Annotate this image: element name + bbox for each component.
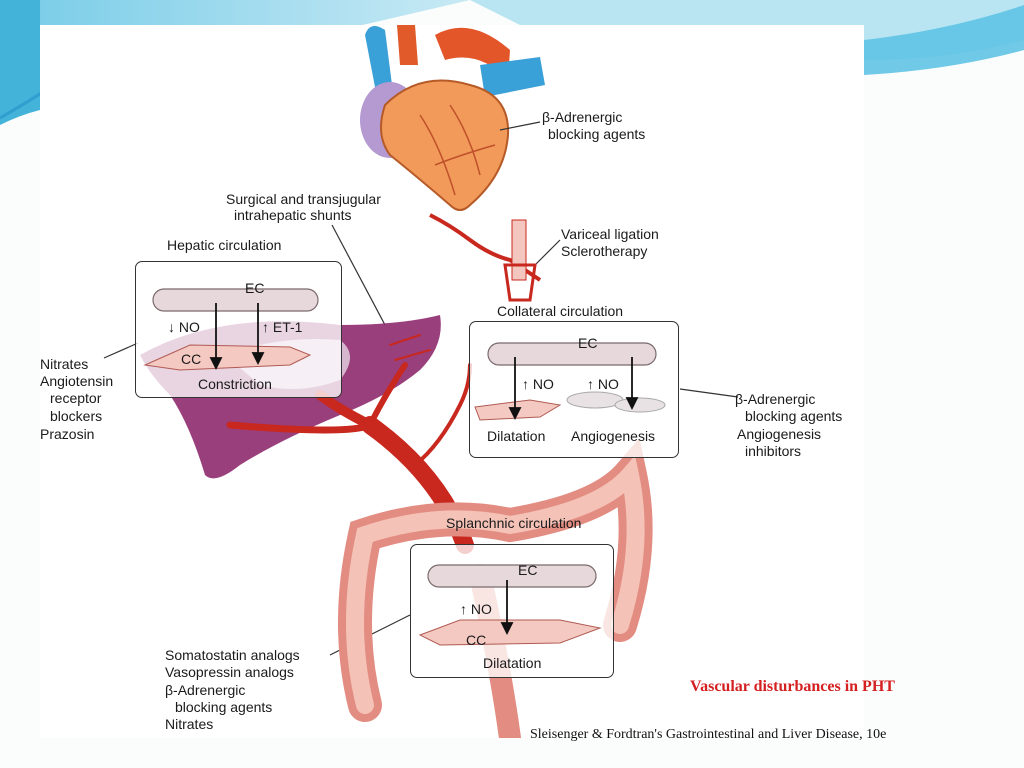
hepatic-ec-label: EC xyxy=(245,280,265,296)
collateral-effect-right: Angiogenesis xyxy=(571,428,656,444)
collateral-drug-4: inhibitors xyxy=(745,443,802,459)
source-citation: Sleisenger & Fordtran's Gastrointestinal… xyxy=(530,727,887,742)
collateral-effect-left: Dilatation xyxy=(487,428,546,444)
hepatic-title: Hepatic circulation xyxy=(167,237,282,253)
shunts-label-1: Surgical and transjugular xyxy=(226,191,381,207)
splanchnic-drug-4: blocking agents xyxy=(175,699,273,715)
hepatic-et1-label: ↑ ET-1 xyxy=(262,319,303,335)
heart-drug-label-2: blocking agents xyxy=(548,126,646,142)
splanchnic-title: Splanchnic circulation xyxy=(446,515,582,531)
collateral-title: Collateral circulation xyxy=(497,303,624,319)
splanchnic-effect-label: Dilatation xyxy=(483,655,542,671)
heart-drug-label-1: β-Adrenergic xyxy=(542,109,623,125)
hepatic-drug-3: receptor xyxy=(50,390,102,406)
collateral-no-right: ↑ NO xyxy=(587,376,619,392)
shunts-label-2: intrahepatic shunts xyxy=(234,207,352,223)
hepatic-circulation-box xyxy=(135,261,342,398)
hepatic-drug-1: Nitrates xyxy=(40,356,89,372)
collateral-ec-label: EC xyxy=(578,335,598,351)
collateral-drug-3: Angiogenesis xyxy=(737,426,822,442)
varices-illustration xyxy=(429,213,542,302)
collateral-no-left: ↑ NO xyxy=(522,376,554,392)
splanchnic-drug-1: Somatostatin analogs xyxy=(165,647,300,663)
hepatic-drug-4: blockers xyxy=(50,408,103,424)
splanchnic-ec-label: EC xyxy=(518,562,538,578)
collateral-drug-1: β-Adrenergic xyxy=(735,391,816,407)
hepatic-cc-label: CC xyxy=(181,351,202,367)
hepatic-drug-2: Angiotensin xyxy=(40,373,114,389)
splanchnic-cc-label: CC xyxy=(466,632,487,648)
splanchnic-drug-5: Nitrates xyxy=(165,716,214,732)
hepatic-no-label: ↓ NO xyxy=(168,319,200,335)
diagram-figure xyxy=(40,25,864,738)
splanchnic-drug-2: Vasopressin analogs xyxy=(165,664,294,680)
hepatic-drug-5: Prazosin xyxy=(40,426,95,442)
splanchnic-drug-3: β-Adrenergic xyxy=(165,682,246,698)
slide-caption: Vascular disturbances in PHT xyxy=(690,678,895,695)
varices-label-2: Sclerotherapy xyxy=(561,243,648,259)
hepatic-effect-label: Constriction xyxy=(198,376,272,392)
varices-label-1: Variceal ligation xyxy=(561,226,659,242)
collateral-drug-2: blocking agents xyxy=(745,408,843,424)
heart-illustration xyxy=(360,25,545,211)
splanchnic-no-label: ↑ NO xyxy=(460,601,492,617)
